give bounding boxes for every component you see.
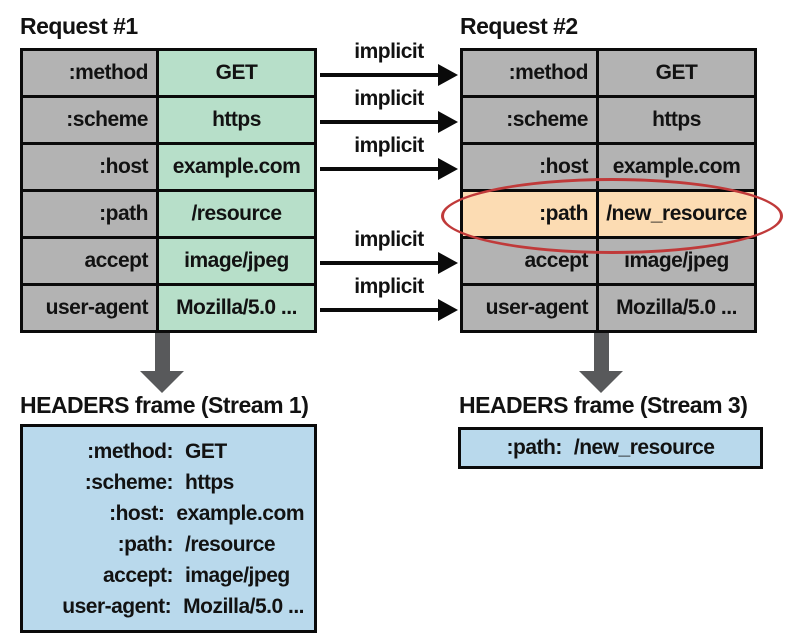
implicit-label: implicit — [354, 275, 424, 298]
table-row: user-agent Mozilla/5.0 ... — [463, 283, 754, 330]
arrow-head-icon — [438, 64, 458, 86]
header-name: :method — [463, 51, 599, 95]
frame-key: :path: — [117, 533, 174, 556]
implicit-arrow-host: implicit — [320, 133, 458, 180]
table-row: :host example.com — [23, 142, 314, 189]
frame-value: example.com — [176, 502, 304, 525]
header-value: https — [599, 98, 754, 142]
request2-table: :method GET :scheme https :host example.… — [460, 48, 757, 333]
header-name: :scheme — [463, 98, 599, 142]
frame-line: :path: /resource — [23, 529, 304, 560]
frame-key: user-agent: — [62, 595, 172, 618]
frame-value: image/jpeg — [185, 564, 290, 587]
arrow-head-icon — [438, 111, 458, 133]
arrow-line — [320, 167, 438, 171]
frame-line: accept: image/jpeg — [23, 560, 304, 591]
frame3-title: HEADERS frame (Stream 3) — [459, 392, 748, 418]
header-name: user-agent — [23, 286, 159, 330]
header-value: example.com — [159, 145, 314, 189]
table-row: :scheme https — [463, 95, 754, 142]
frame-key: accept: — [102, 564, 174, 587]
path-row-highlight-ellipse — [441, 178, 783, 254]
frame-value: /new_resource — [573, 436, 715, 459]
header-value: image/jpeg — [159, 239, 314, 283]
header-value: https — [159, 98, 314, 142]
request1-table: :method GET :scheme https :host example.… — [20, 48, 317, 333]
arrow-line — [320, 261, 438, 265]
frame-key: :method: — [87, 440, 173, 463]
frame3-box: :path: /new_resource — [458, 427, 763, 469]
implicit-label: implicit — [354, 228, 424, 251]
frame-value: Mozilla/5.0 ... — [183, 595, 304, 618]
header-value: GET — [159, 51, 314, 95]
implicit-arrow-method: implicit — [320, 39, 458, 86]
header-name: :scheme — [23, 98, 159, 142]
implicit-arrow-accept: implicit — [320, 227, 458, 274]
frame-line: :method: GET — [23, 436, 304, 467]
arrow-head-icon — [438, 299, 458, 321]
request1-title: Request #1 — [20, 13, 138, 39]
header-name: accept — [23, 239, 159, 283]
frame-key: :path: — [506, 436, 563, 459]
arrow-head-icon — [438, 252, 458, 274]
header-value: /resource — [159, 192, 314, 236]
header-name: user-agent — [463, 286, 599, 330]
frame-line: :host: example.com — [23, 498, 304, 529]
table-row: user-agent Mozilla/5.0 ... — [23, 283, 314, 330]
header-name: :host — [23, 145, 159, 189]
implicit-label: implicit — [354, 40, 424, 63]
frame-value: /resource — [185, 533, 276, 556]
arrow-line — [320, 120, 438, 124]
header-value: Mozilla/5.0 ... — [159, 286, 314, 330]
table-row: accept image/jpeg — [23, 236, 314, 283]
frame-value: https — [185, 471, 234, 494]
frame-value: GET — [185, 440, 227, 463]
frame-key: :host: — [109, 502, 165, 525]
frame-key: :scheme: — [84, 471, 174, 494]
table-row: :scheme https — [23, 95, 314, 142]
implicit-label: implicit — [354, 134, 424, 157]
arrow-line — [320, 73, 438, 77]
frame-line: user-agent: Mozilla/5.0 ... — [23, 591, 304, 622]
arrow-head-icon — [438, 158, 458, 180]
table-row: :method GET — [23, 51, 314, 95]
implicit-label: implicit — [354, 87, 424, 110]
table-row: :path /resource — [23, 189, 314, 236]
header-name: :path — [23, 192, 159, 236]
frame-line: :scheme: https — [23, 467, 304, 498]
implicit-arrow-user-agent: implicit — [320, 274, 458, 321]
down-arrow-icon-right — [579, 333, 623, 393]
header-value: Mozilla/5.0 ... — [599, 286, 754, 330]
down-arrow-icon-left — [140, 333, 184, 393]
table-row: :method GET — [463, 51, 754, 95]
request2-title: Request #2 — [460, 13, 578, 39]
frame1-box: :method: GET :scheme: https :host: examp… — [20, 424, 317, 633]
header-value: GET — [599, 51, 754, 95]
implicit-arrow-scheme: implicit — [320, 86, 458, 133]
arrow-line — [320, 308, 438, 312]
frame1-title: HEADERS frame (Stream 1) — [20, 392, 309, 418]
header-name: :method — [23, 51, 159, 95]
